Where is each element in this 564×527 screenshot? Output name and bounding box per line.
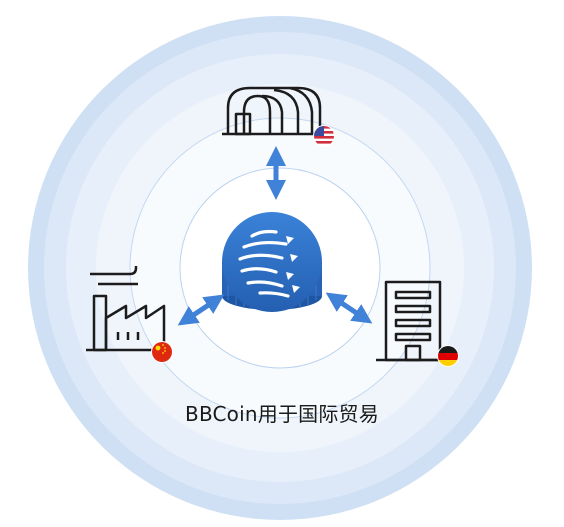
office-building-icon xyxy=(376,280,446,362)
bbcoin-icon xyxy=(222,212,322,312)
usa-flag-icon xyxy=(313,125,335,147)
arrow-china xyxy=(177,294,225,326)
china-flag-icon xyxy=(151,341,173,363)
diagram-caption: BBCoin用于国际贸易 xyxy=(185,402,379,426)
greenhouse-icon xyxy=(222,86,326,136)
arrow-germany xyxy=(325,292,373,324)
germany-flag-icon xyxy=(437,345,459,367)
